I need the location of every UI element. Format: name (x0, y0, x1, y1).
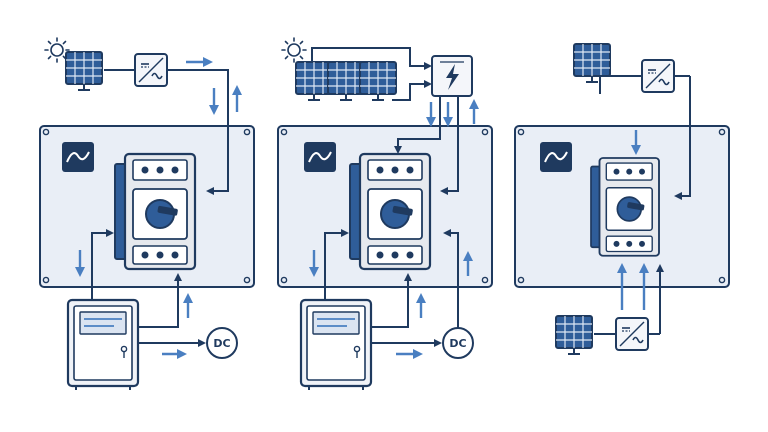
inverter-icon (615, 317, 649, 351)
solar-panel-icon (327, 61, 365, 101)
diagram-3 (514, 43, 730, 355)
inverter-icon (641, 59, 675, 93)
sine-wave-icon (61, 141, 95, 173)
dc-circle (206, 327, 238, 359)
diagram-1: DC (39, 37, 255, 392)
breaker-icon (590, 157, 660, 257)
breaker-icon (348, 152, 432, 271)
dc-label: DC (213, 337, 230, 350)
breaker-icon (113, 152, 197, 271)
solar-panel-icon (555, 315, 593, 355)
diagram-2: DC (277, 37, 493, 392)
sun-icon (281, 37, 307, 63)
dc-label: DC (449, 337, 466, 350)
inverter-icon (134, 53, 168, 87)
solar-panel-icon (359, 61, 397, 101)
meter-icon (299, 298, 373, 392)
lightning-icon (446, 64, 459, 90)
sine-wave-icon (303, 141, 337, 173)
meter-icon (66, 298, 140, 392)
solar-panel-icon (295, 61, 333, 101)
sine-wave-icon (539, 141, 573, 173)
solar-panel-icon (65, 51, 103, 91)
combiner-box (431, 55, 473, 97)
